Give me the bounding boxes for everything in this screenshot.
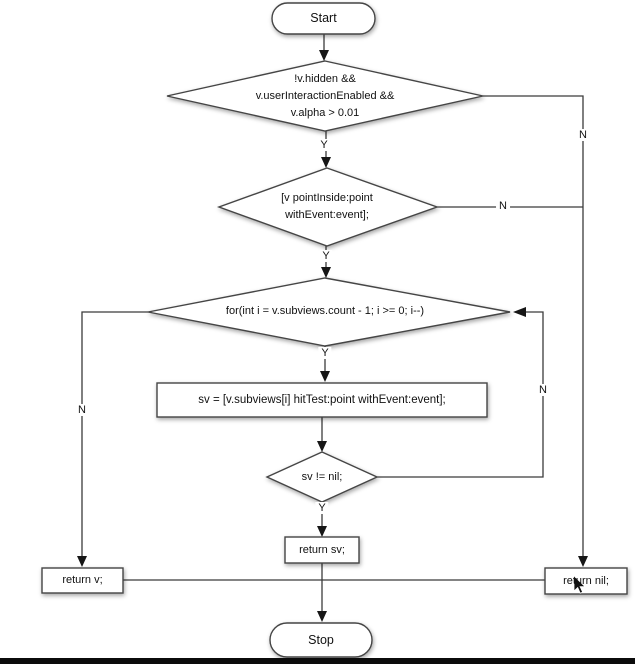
sv-not-nil-diamond	[265, 451, 379, 503]
arrowhead-into-stop	[317, 611, 327, 622]
bottom-bar	[0, 658, 635, 664]
stop-terminator-shape	[269, 622, 373, 658]
arrowhead-into-returnsv	[317, 526, 327, 537]
return-nil-rect	[544, 567, 628, 595]
visibility-check-diamond	[166, 60, 484, 132]
label-pointinside-no: N	[496, 200, 510, 212]
edge-visibility-no-to-return-nil	[483, 95, 584, 560]
arrowhead-into-pointinside	[321, 157, 331, 168]
arrowhead-into-svnil	[317, 441, 327, 452]
node-shapes	[41, 2, 628, 658]
start-terminator-shape	[271, 2, 376, 35]
label-loop-yes: Y	[318, 347, 332, 359]
subviews-loop-diamond	[147, 277, 511, 347]
label-visibility-no: N	[576, 129, 590, 141]
return-sv-rect	[284, 536, 360, 564]
arrowhead-into-hittest	[320, 371, 330, 382]
label-pointinside-yes: Y	[319, 250, 333, 262]
arrowhead-into-loop-top	[321, 267, 331, 278]
return-v-rect	[41, 567, 124, 594]
arrowhead-into-return-v	[77, 556, 87, 567]
arrowheads	[77, 50, 588, 622]
hit-test-rect	[156, 382, 488, 418]
point-inside-diamond	[216, 167, 440, 247]
arrowhead-loopback-into-loop	[513, 307, 526, 317]
arrowhead-into-return-nil	[578, 556, 588, 567]
mouse-cursor	[573, 575, 586, 594]
label-visibility-yes: Y	[317, 139, 331, 151]
edge-loop-no-to-return-v	[81, 311, 148, 560]
label-svnil-yes: Y	[315, 502, 329, 514]
label-svnil-no: N	[536, 384, 550, 396]
arrowhead-into-visibility	[319, 50, 329, 61]
label-loop-no: N	[75, 404, 89, 416]
